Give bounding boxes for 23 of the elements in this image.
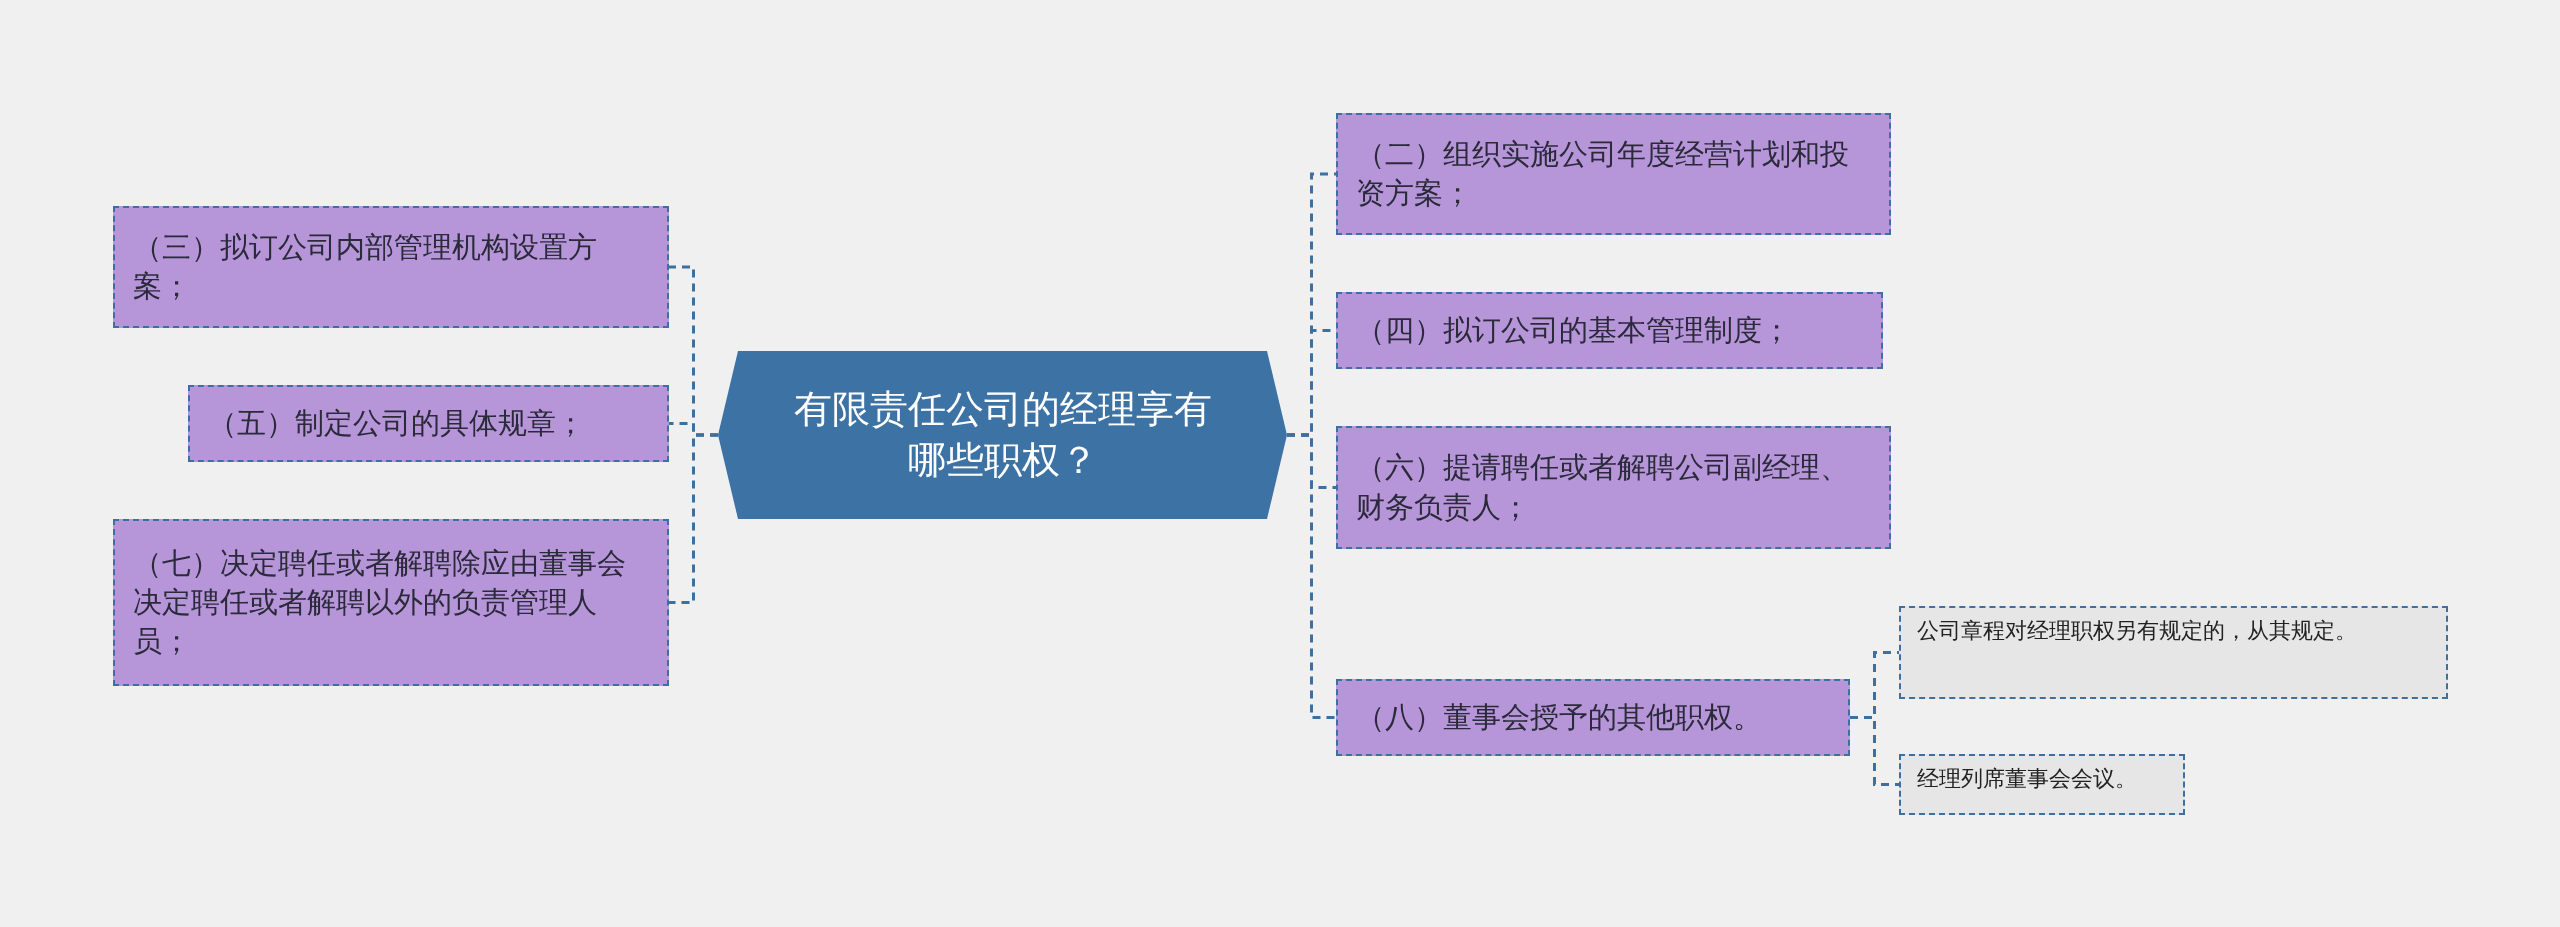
item-text: （四）拟订公司的基本管理制度；	[1356, 311, 1791, 349]
topic-title: 有限责任公司的经理享有哪些职权？	[792, 385, 1213, 484]
item-text: 公司章程对经理职权另有规定的，从其规定。	[1917, 617, 2358, 645]
item-text: （七）决定聘任或者解聘除应由董事会决定聘任或者解聘以外的负责管理人员；	[133, 544, 627, 661]
item-box	[1336, 292, 1883, 369]
connector-line	[1850, 716, 1899, 786]
note-box	[1899, 754, 2185, 815]
connector-line	[669, 433, 718, 604]
item-box	[1336, 426, 1891, 549]
item-box	[113, 206, 669, 328]
item-text: （五）制定公司的具体规章；	[208, 404, 585, 442]
item-text: 经理列席董事会会议。	[1917, 765, 2138, 793]
connector-line	[1287, 433, 1336, 719]
item-text: （六）提请聘任或者解聘公司副经理、财务负责人；	[1356, 449, 1850, 526]
item-box	[1336, 113, 1891, 235]
item-box	[113, 519, 669, 686]
item-text: （八）董事会授予的其他职权。	[1356, 698, 1762, 736]
note-box	[1899, 606, 2448, 699]
topic-hexagon	[718, 351, 1287, 519]
item-text: （二）组织实施公司年度经营计划和投资方案；	[1356, 135, 1850, 212]
item-box	[188, 385, 669, 462]
item-text: （三）拟订公司内部管理机构设置方案；	[133, 228, 598, 305]
item-box	[1336, 679, 1850, 756]
